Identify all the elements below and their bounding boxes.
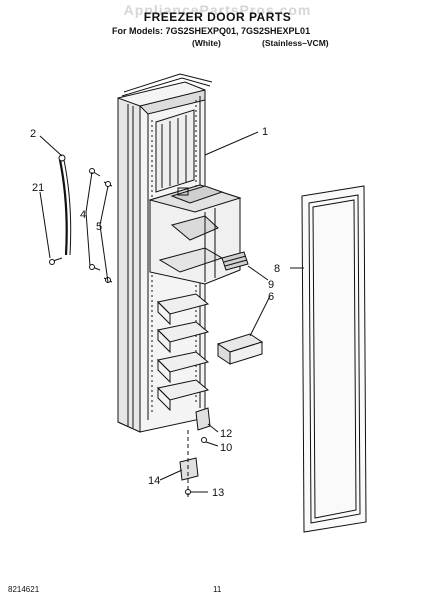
callout-8: 8 — [274, 263, 280, 275]
handle-trim-part — [58, 154, 72, 256]
document-number: 8214621 — [8, 585, 40, 594]
watermark-text: AppliancePartsPros.com — [123, 2, 312, 18]
callout-14: 14 — [148, 475, 160, 487]
callout-2: 2 — [30, 128, 36, 140]
callout-21: 21 — [32, 182, 44, 194]
page-title: FREEZER DOOR PARTS — [143, 10, 292, 24]
variant-white-label: (White) — [192, 38, 221, 48]
dispenser-housing — [148, 184, 242, 285]
callout-12: 12 — [220, 428, 232, 440]
shelf-bin-part — [216, 333, 264, 365]
callout-5: 5 — [96, 221, 102, 233]
label-strip-part — [221, 251, 249, 271]
door-gasket — [301, 185, 367, 533]
models-line: For Models: 7GS2SHEXPQ01, 7GS2SHEXPL01 — [112, 26, 311, 36]
callout-1: 1 — [262, 126, 268, 138]
callout-10: 10 — [220, 442, 232, 454]
callout-13: 13 — [212, 487, 224, 499]
callout-labels: 1 2 21 4 5 8 9 6 12 10 14 13 — [30, 126, 280, 499]
callout-6: 6 — [268, 291, 274, 303]
screws — [49, 168, 113, 283]
callout-4: 4 — [80, 209, 86, 221]
variant-stainless-label: (Stainless–VCM) — [262, 38, 329, 48]
leader-lines — [39, 131, 304, 493]
callout-9: 9 — [268, 279, 274, 291]
page-number: 11 — [213, 585, 222, 594]
door-shelves — [156, 293, 210, 412]
